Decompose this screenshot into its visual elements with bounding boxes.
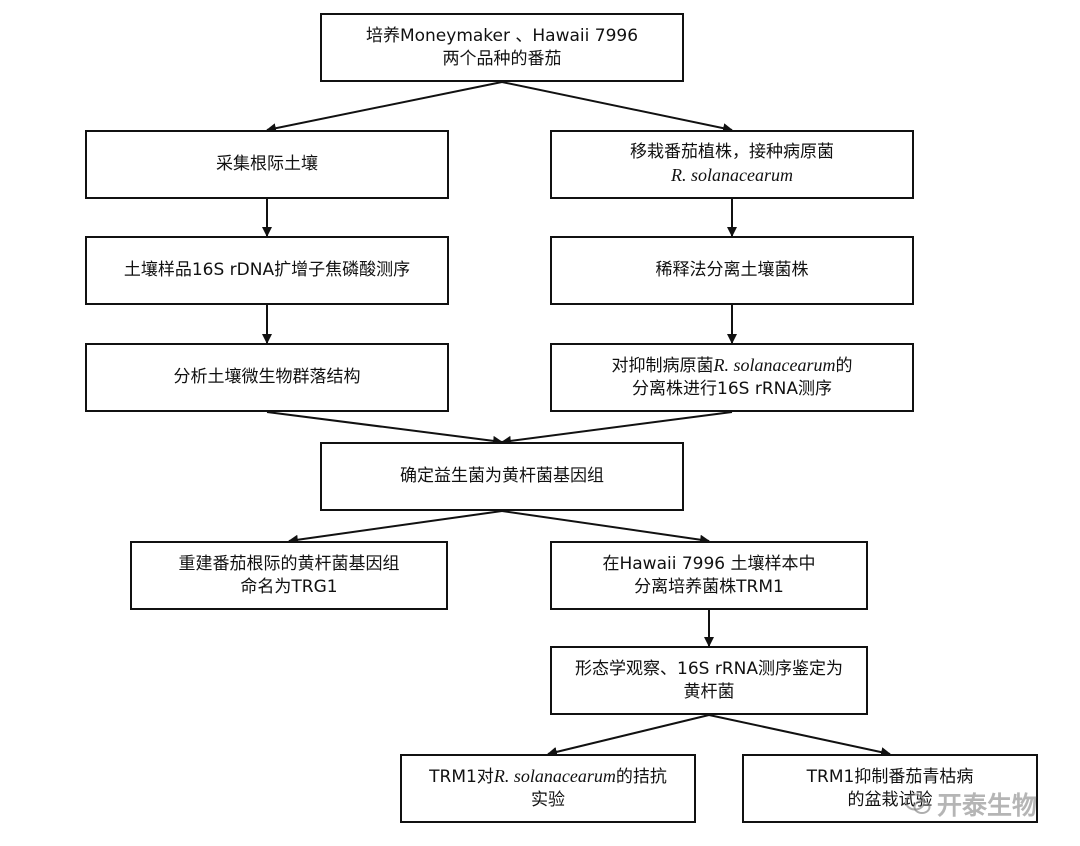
box-text-line: 实验 (429, 789, 667, 812)
box-isolate-trm1: 在Hawaii 7996 土壤样本中分离培养菌株TRM1 (550, 541, 868, 610)
box-text-line: 命名为TRG1 (179, 576, 400, 599)
box-text-line: 黄杆菌 (575, 681, 843, 704)
arrow (501, 81, 733, 134)
text-segment: 分析土壤微生物群落结构 (173, 367, 361, 387)
text-segment: 稀释法分离土壤菌株 (655, 260, 809, 280)
text-segment: 分离株进行16S rRNA测序 (632, 379, 832, 399)
box-text: TRM1抑制番茄青枯病的盆栽试验 (807, 766, 974, 812)
box-text-line: TRM1对R. solanacearum的拮抗 (429, 765, 667, 789)
arrow (547, 714, 710, 757)
box-community-analysis: 分析土壤微生物群落结构 (85, 343, 449, 412)
box-collect-soil: 采集根际土壤 (85, 130, 449, 199)
box-text-line: 移栽番茄植株，接种病原菌 (630, 141, 834, 164)
arrow (266, 81, 503, 134)
box-rebuild-genome: 重建番茄根际的黄杆菌基因组命名为TRG1 (130, 541, 448, 610)
box-pot-experiment: TRM1抑制番茄青枯病的盆栽试验 (742, 754, 1038, 823)
box-transplant-inoculate: 移栽番茄植株，接种病原菌 R. solanacearum (550, 130, 914, 199)
arrow (288, 510, 503, 545)
box-confirm-probiotic: 确定益生菌为黄杆菌基因组 (320, 442, 684, 511)
arrow (501, 411, 733, 446)
box-text-line: 稀释法分离土壤菌株 (656, 259, 809, 282)
box-text-line: 形态学观察、16S rRNA测序鉴定为 (575, 658, 843, 681)
box-text-line: 培养Moneymaker 、Hawaii 7996 (366, 25, 638, 48)
text-segment: 的 (835, 356, 853, 376)
box-text: TRM1对R. solanacearum的拮抗实验 (429, 765, 667, 812)
text-segment: 黄杆菌 (683, 681, 735, 702)
box-dilution-isolation: 稀释法分离土壤菌株 (550, 236, 914, 305)
box-text-line: 采集根际土壤 (216, 153, 318, 176)
box-text: 对抑制病原菌R. solanacearum的分离株进行16S rRNA测序 (612, 354, 853, 401)
text-segment: TRM1抑制番茄青枯病 (806, 766, 974, 787)
text-segment: 的盆栽试验 (847, 789, 933, 810)
text-segment: 两个品种的番茄 (442, 48, 562, 69)
species-name: R. solanacearum (493, 766, 616, 786)
text-segment: 在Hawaii 7996 土壤样本中 (602, 553, 816, 574)
text-segment: 分离培养菌株TRM1 (634, 576, 784, 597)
box-text-line: 重建番茄根际的黄杆菌基因组 (179, 553, 400, 576)
text-segment: 培养Moneymaker 、Hawaii 7996 (365, 25, 639, 46)
box-text-line: TRM1抑制番茄青枯病 (807, 766, 974, 789)
box-text-line: 分离培养菌株TRM1 (602, 576, 815, 599)
box-text-line: 分析土壤微生物群落结构 (174, 366, 361, 389)
box-text-line: 土壤样品16S rDNA扩增子焦磷酸测序 (124, 259, 410, 282)
text-segment: 确定益生菌为黄杆菌基因组 (400, 466, 604, 486)
species-name: R. solanacearum (671, 165, 793, 185)
arrow (266, 411, 503, 446)
text-segment: 实验 (530, 790, 565, 810)
box-text: 土壤样品16S rDNA扩增子焦磷酸测序 (124, 259, 410, 282)
species-name: R. solanacearum (713, 355, 836, 375)
box-text: 分析土壤微生物群落结构 (174, 366, 361, 389)
box-text-line: 两个品种的番茄 (366, 48, 638, 71)
box-text-line: 确定益生菌为黄杆菌基因组 (400, 465, 604, 488)
box-text: 采集根际土壤 (216, 153, 318, 176)
box-text-line: 分离株进行16S rRNA测序 (612, 378, 853, 401)
box-isolate-sequencing: 对抑制病原菌R. solanacearum的分离株进行16S rRNA测序 (550, 343, 914, 412)
text-segment: 形态学观察、16S rRNA测序鉴定为 (575, 658, 843, 679)
box-text-line: 的盆栽试验 (807, 789, 974, 812)
box-text: 稀释法分离土壤菌株 (656, 259, 809, 282)
box-text-line: 在Hawaii 7996 土壤样本中 (602, 553, 815, 576)
text-segment: 的拮抗 (615, 767, 667, 787)
arrow (708, 714, 891, 757)
box-antagonism-test: TRM1对R. solanacearum的拮抗实验 (400, 754, 696, 823)
box-identify-flavobacterium: 形态学观察、16S rRNA测序鉴定为黄杆菌 (550, 646, 868, 715)
box-text: 移栽番茄植株，接种病原菌 R. solanacearum (630, 141, 834, 188)
text-segment: 移栽番茄植株，接种病原菌 (630, 142, 834, 162)
text-segment: TRM1对 (429, 767, 494, 787)
text-segment: 重建番茄根际的黄杆菌基因组 (178, 553, 400, 574)
box-text-line: 对抑制病原菌R. solanacearum的 (612, 354, 853, 378)
box-text: 重建番茄根际的黄杆菌基因组命名为TRG1 (179, 553, 400, 599)
arrow (501, 510, 710, 545)
box-text-line: R. solanacearum (630, 164, 834, 188)
text-segment: 采集根际土壤 (216, 154, 318, 174)
text-segment: 土壤样品16S rDNA扩增子焦磷酸测序 (123, 260, 411, 280)
box-16s-sequencing: 土壤样品16S rDNA扩增子焦磷酸测序 (85, 236, 449, 305)
box-text: 在Hawaii 7996 土壤样本中分离培养菌株TRM1 (602, 553, 815, 599)
text-segment: 命名为TRG1 (240, 576, 338, 597)
box-text: 确定益生菌为黄杆菌基因组 (400, 465, 604, 488)
text-segment: 对抑制病原菌 (611, 356, 714, 376)
box-text: 形态学观察、16S rRNA测序鉴定为黄杆菌 (575, 658, 843, 704)
